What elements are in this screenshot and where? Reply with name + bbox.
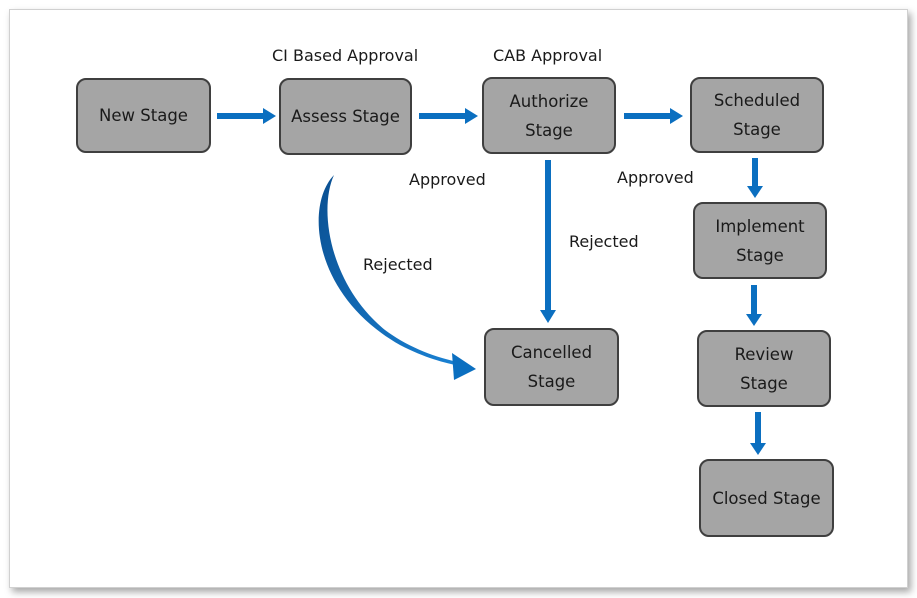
stage-implement-label: Implement Stage [715, 216, 805, 265]
label-approved-assess: Approved [409, 170, 486, 189]
stage-new-label: New Stage [99, 106, 188, 125]
arrow-implement-to-review [746, 285, 762, 326]
arrow-scheduled-to-implement [747, 158, 763, 198]
label-approved-authorize: Approved [617, 168, 694, 187]
arrow-review-to-closed [750, 412, 766, 455]
label-cab-approval: CAB Approval [493, 46, 603, 65]
stage-implement: Implement Stage [693, 202, 827, 279]
stage-scheduled: Scheduled Stage [690, 77, 824, 153]
stage-assess: Assess Stage [279, 78, 412, 155]
label-rejected-authorize: Rejected [569, 232, 639, 251]
stage-scheduled-label: Scheduled Stage [713, 91, 801, 139]
arrow-authorize-to-cancelled [540, 160, 556, 323]
stage-assess-label: Assess Stage [291, 107, 400, 126]
stage-authorize-label: Authorize Stage [509, 91, 589, 140]
stage-new: New Stage [76, 78, 211, 153]
arrow-assess-to-authorize [419, 108, 478, 124]
stage-cancelled: Cancelled Stage [484, 328, 619, 406]
stage-cancelled-label: Cancelled Stage [510, 343, 593, 391]
label-ci-based-approval: CI Based Approval [272, 46, 419, 65]
arrow-new-to-assess [217, 108, 276, 124]
stage-review-label: Review Stage [734, 344, 794, 393]
label-rejected-assess: Rejected [363, 255, 433, 274]
stage-review: Review Stage [697, 330, 831, 407]
arrow-authorize-to-scheduled [624, 108, 683, 124]
stage-closed-label: Closed Stage [712, 488, 821, 508]
arrow-assess-to-cancelled-curve [318, 175, 476, 380]
stage-closed: Closed Stage [699, 459, 834, 537]
stage-authorize: Authorize Stage [482, 77, 616, 154]
